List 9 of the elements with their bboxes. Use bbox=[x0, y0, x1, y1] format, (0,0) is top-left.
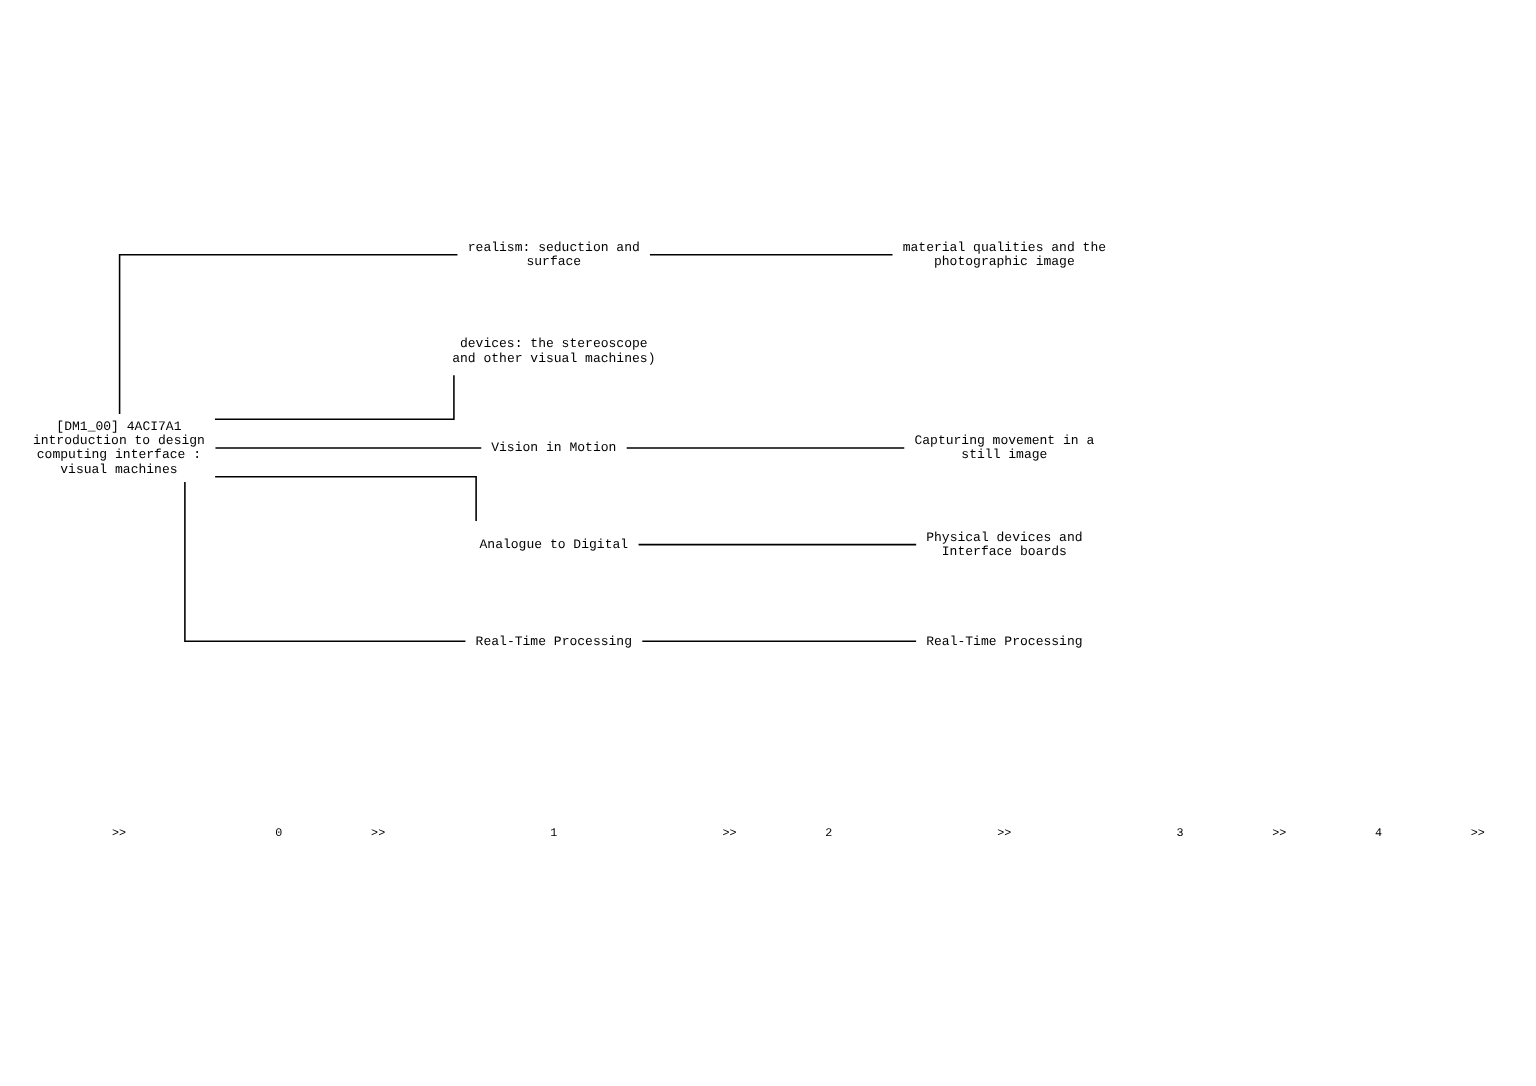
connector bbox=[637, 542, 917, 545]
connector bbox=[649, 252, 894, 255]
connector bbox=[118, 252, 459, 414]
connector bbox=[641, 639, 917, 642]
connector bbox=[214, 373, 455, 420]
connector bbox=[214, 474, 477, 521]
connector bbox=[184, 480, 467, 642]
connector bbox=[625, 446, 906, 448]
connector bbox=[214, 446, 482, 448]
